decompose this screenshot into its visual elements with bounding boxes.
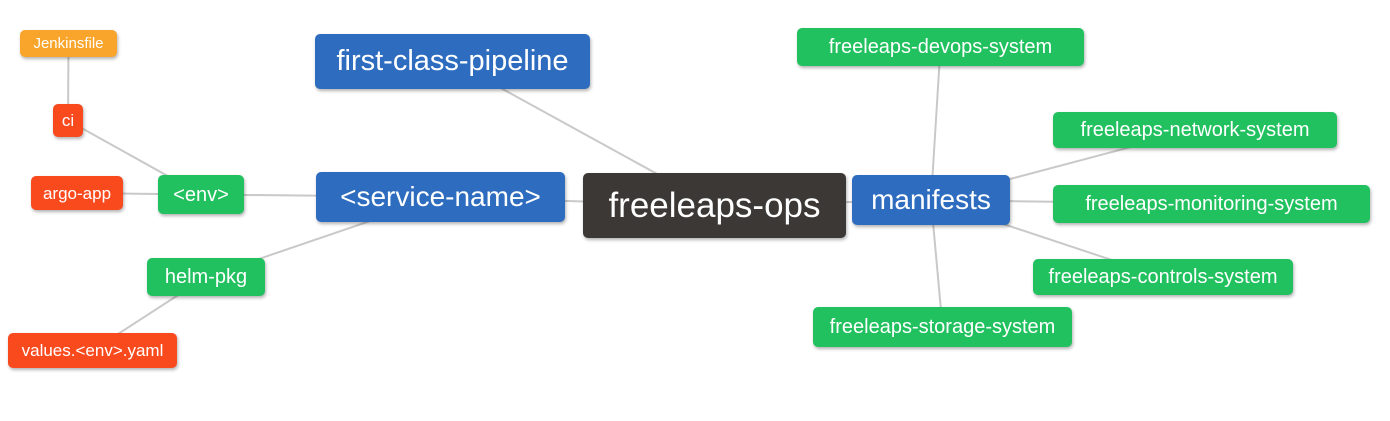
node-freeleaps-ops[interactable]: freeleaps-ops [583, 173, 846, 238]
node-devops-system[interactable]: freeleaps-devops-system [797, 28, 1084, 66]
node-argo-app[interactable]: argo-app [31, 176, 123, 210]
node-first-class-pipeline[interactable]: first-class-pipeline [315, 34, 590, 89]
node-ci[interactable]: ci [53, 104, 83, 137]
node-jenkinsfile[interactable]: Jenkinsfile [20, 30, 117, 57]
node-values-env-yaml[interactable]: values.<env>.yaml [8, 333, 177, 368]
node-monitoring-system[interactable]: freeleaps-monitoring-system [1053, 185, 1370, 223]
node-controls-system[interactable]: freeleaps-controls-system [1033, 259, 1293, 295]
node-service-name[interactable]: <service-name> [316, 172, 565, 222]
node-network-system[interactable]: freeleaps-network-system [1053, 112, 1337, 148]
node-manifests[interactable]: manifests [852, 175, 1010, 225]
node-helm-pkg[interactable]: helm-pkg [147, 258, 265, 296]
node-storage-system[interactable]: freeleaps-storage-system [813, 307, 1072, 347]
edge-manifests-devops-system [930, 46, 942, 201]
node-env[interactable]: <env> [158, 175, 244, 214]
